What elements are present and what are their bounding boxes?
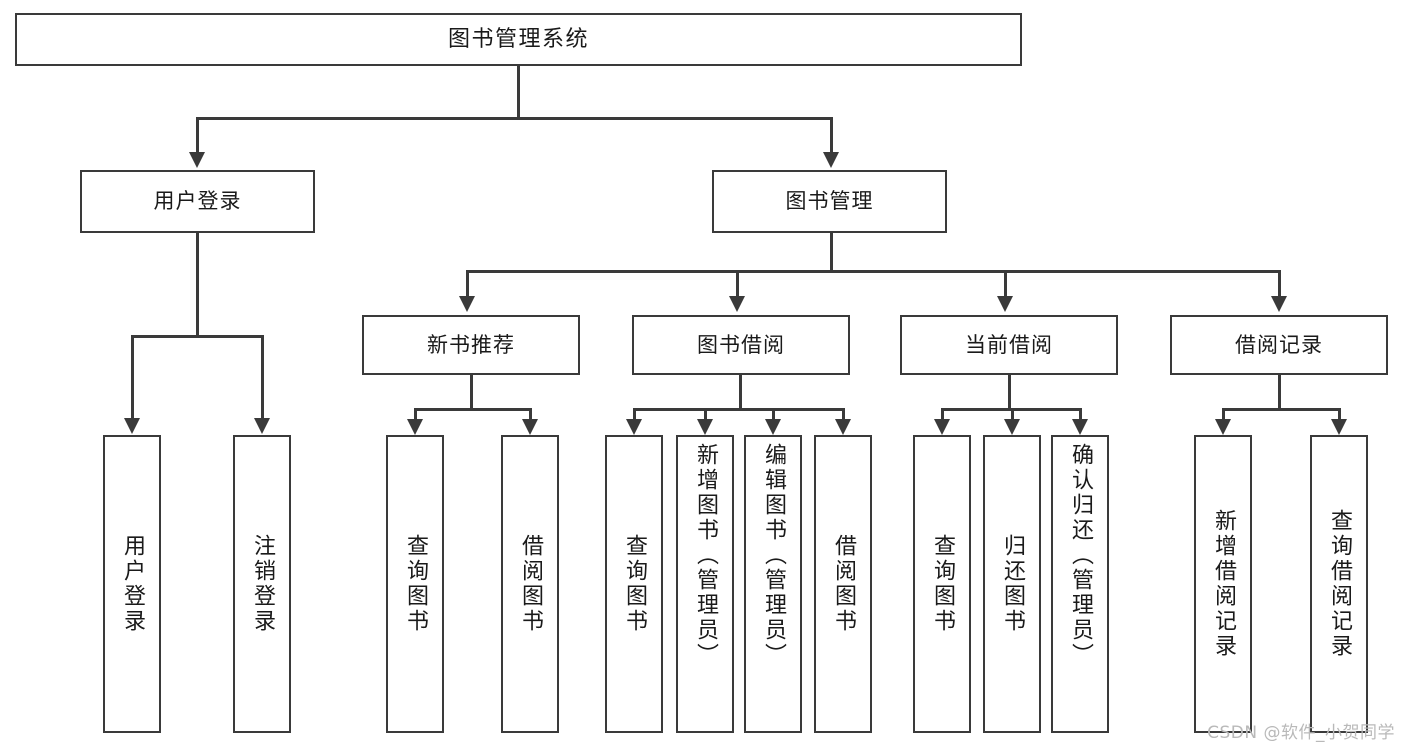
connector-bb-drop-2 — [704, 408, 707, 422]
connector-level2-bar — [196, 117, 833, 120]
arrow-to-borrow-record — [1271, 296, 1287, 312]
leaf-label: 确认归还（管理员） — [1068, 443, 1093, 668]
connector-br-stem — [1278, 375, 1281, 408]
leaf-label: 编辑图书（管理员） — [761, 443, 786, 668]
connector-level3-bar — [466, 270, 1281, 273]
arrow-to-leaf-borrow-book-bb — [835, 419, 851, 435]
leaf-logout[interactable]: 注销登录 — [233, 435, 291, 733]
node-book-management[interactable]: 图书管理 — [712, 170, 947, 233]
leaf-label: 借阅图书 — [518, 534, 543, 634]
arrow-to-leaf-add-book — [697, 419, 713, 435]
connector-user-login-stem — [196, 233, 199, 335]
leaf-confirm-return-admin[interactable]: 确认归还（管理员） — [1051, 435, 1109, 733]
leaf-borrow-book-recommend[interactable]: 借阅图书 — [501, 435, 559, 733]
leaf-label: 归还图书 — [1000, 534, 1025, 634]
arrow-to-leaf-user-login — [124, 418, 140, 434]
connector-level3-drop-4 — [1278, 270, 1281, 298]
arrow-to-book-management — [823, 152, 839, 168]
connector-level3-drop-1 — [466, 270, 469, 298]
leaf-add-book-admin[interactable]: 新增图书（管理员） — [676, 435, 734, 733]
arrow-to-leaf-query-book-nbr — [407, 419, 423, 435]
leaf-label: 注销登录 — [250, 534, 275, 634]
node-label: 图书管理系统 — [447, 26, 589, 52]
leaf-label: 用户登录 — [120, 534, 145, 634]
leaf-query-book-recommend[interactable]: 查询图书 — [386, 435, 444, 733]
arrow-to-leaf-edit-book — [765, 419, 781, 435]
leaf-query-borrow-record[interactable]: 查询借阅记录 — [1310, 435, 1368, 733]
connector-cb-stem — [1008, 375, 1011, 408]
leaf-label: 查询借阅记录 — [1327, 509, 1352, 659]
arrow-to-leaf-query-book-cb — [934, 419, 950, 435]
node-book-borrow[interactable]: 图书借阅 — [632, 315, 850, 375]
node-label: 当前借阅 — [965, 332, 1053, 357]
connector-root-stem — [517, 66, 520, 117]
connector-br-bar — [1222, 408, 1341, 411]
connector-nbr-drop-1 — [414, 408, 417, 422]
connector-bb-stem — [739, 375, 742, 408]
connector-level3-drop-3 — [1004, 270, 1007, 298]
connector-level3-drop-2 — [736, 270, 739, 298]
connector-user-login-bar — [131, 335, 264, 338]
connector-user-login-drop-1 — [131, 335, 134, 421]
node-current-borrow[interactable]: 当前借阅 — [900, 315, 1118, 375]
node-label: 用户登录 — [153, 189, 242, 214]
arrow-to-leaf-borrow-book-nbr — [522, 419, 538, 435]
arrow-to-user-login — [189, 152, 205, 168]
leaf-label: 新增借阅记录 — [1211, 509, 1236, 659]
arrow-to-leaf-add-record — [1215, 419, 1231, 435]
leaf-return-book[interactable]: 归还图书 — [983, 435, 1041, 733]
connector-bb-drop-4 — [842, 408, 845, 422]
connector-book-management-stem — [830, 233, 833, 270]
connector-bb-drop-1 — [633, 408, 636, 422]
connector-cb-drop-1 — [941, 408, 944, 422]
connector-cb-drop-3 — [1079, 408, 1082, 422]
arrow-to-new-book-recommend — [459, 296, 475, 312]
leaf-label: 新增图书（管理员） — [693, 443, 718, 668]
node-label: 图书借阅 — [697, 332, 785, 357]
leaf-borrow-book-borrow[interactable]: 借阅图书 — [814, 435, 872, 733]
arrow-to-leaf-query-record — [1331, 419, 1347, 435]
connector-nbr-stem — [470, 375, 473, 408]
arrow-to-leaf-query-book-bb — [626, 419, 642, 435]
leaf-label: 查询图书 — [403, 534, 428, 634]
connector-bb-drop-3 — [772, 408, 775, 422]
arrow-to-leaf-logout — [254, 418, 270, 434]
arrow-to-current-borrow — [997, 296, 1013, 312]
leaf-add-borrow-record[interactable]: 新增借阅记录 — [1194, 435, 1252, 733]
connector-user-login-drop-2 — [261, 335, 264, 421]
node-label: 借阅记录 — [1235, 332, 1323, 357]
leaf-label: 查询图书 — [622, 534, 647, 634]
connector-br-drop-2 — [1338, 408, 1341, 422]
connector-nbr-drop-2 — [529, 408, 532, 422]
connector-nbr-bar — [414, 408, 532, 411]
connector-cb-drop-2 — [1011, 408, 1014, 422]
connector-level2-drop-1 — [196, 117, 199, 155]
connector-bb-bar — [633, 408, 845, 411]
leaf-query-book-borrow[interactable]: 查询图书 — [605, 435, 663, 733]
leaf-edit-book-admin[interactable]: 编辑图书（管理员） — [744, 435, 802, 733]
node-label: 图书管理 — [785, 189, 874, 214]
arrow-to-leaf-return-book — [1004, 419, 1020, 435]
node-user-login[interactable]: 用户登录 — [80, 170, 315, 233]
node-root-book-management-system[interactable]: 图书管理系统 — [15, 13, 1022, 66]
connector-br-drop-1 — [1222, 408, 1225, 422]
node-borrow-record[interactable]: 借阅记录 — [1170, 315, 1388, 375]
node-label: 新书推荐 — [427, 332, 515, 357]
connector-level2-drop-2 — [830, 117, 833, 155]
arrow-to-leaf-confirm-return — [1072, 419, 1088, 435]
leaf-user-login[interactable]: 用户登录 — [103, 435, 161, 733]
leaf-label: 借阅图书 — [831, 534, 856, 634]
arrow-to-book-borrow — [729, 296, 745, 312]
leaf-label: 查询图书 — [930, 534, 955, 634]
node-new-book-recommend[interactable]: 新书推荐 — [362, 315, 580, 375]
leaf-query-book-current[interactable]: 查询图书 — [913, 435, 971, 733]
